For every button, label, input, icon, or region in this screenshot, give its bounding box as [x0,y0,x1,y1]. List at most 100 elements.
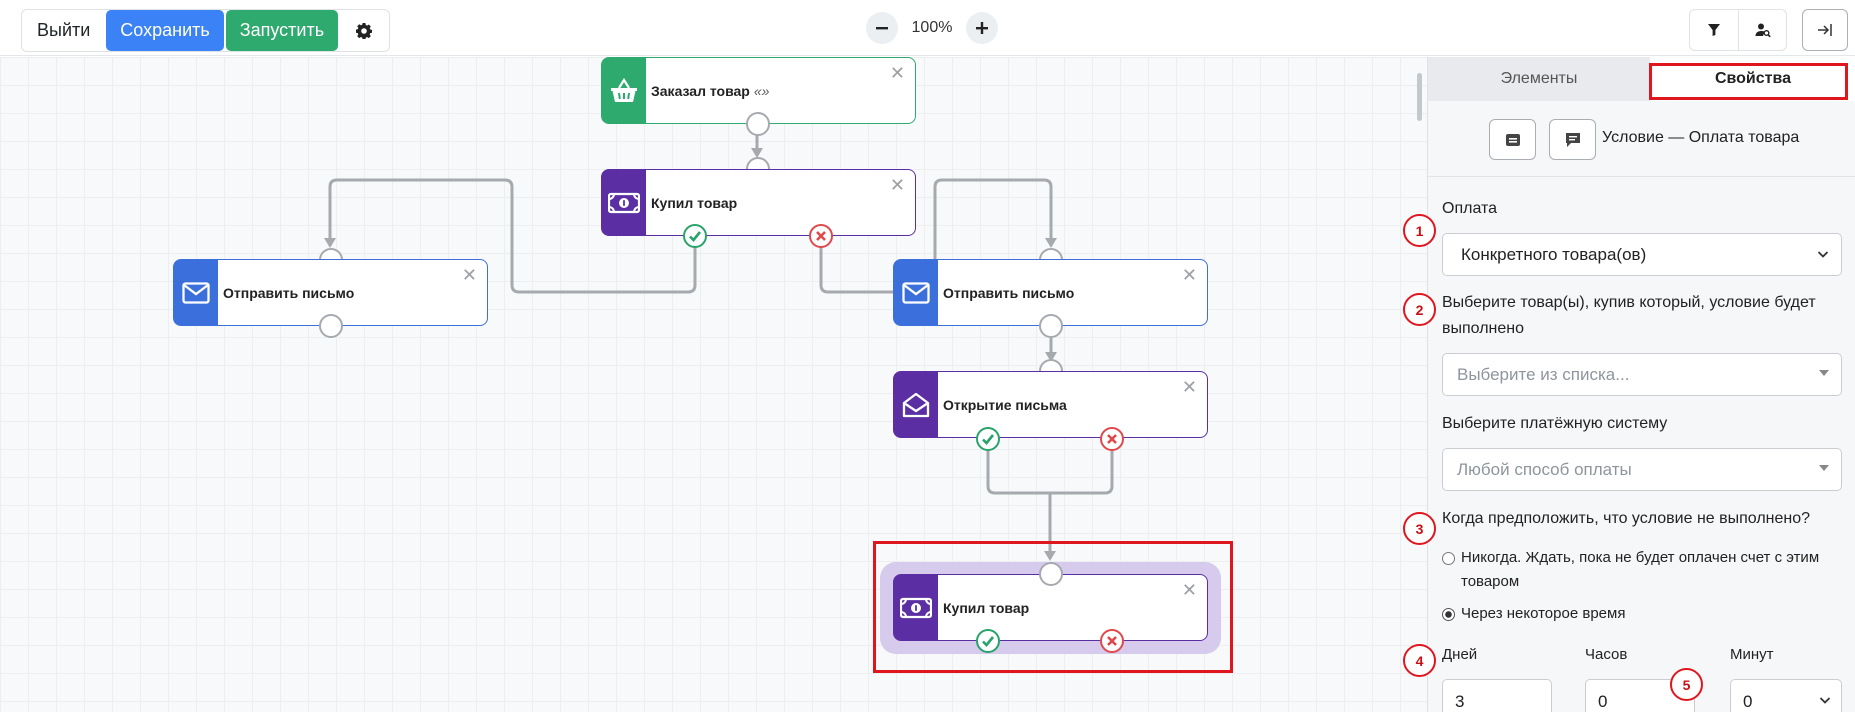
minus-icon [876,27,888,30]
node-send-letter-right[interactable]: Отправить письмо ✕ [893,259,1208,326]
node-subtitle: «» [753,82,770,99]
node-letter-open[interactable]: Открытие письма ✕ [893,371,1208,438]
gear-icon [356,22,373,39]
view-tools-group [1689,9,1787,51]
close-icon[interactable]: ✕ [461,265,477,285]
input-port[interactable] [1039,562,1063,586]
annotation-badge-2: 2 [1403,293,1436,326]
user-search-icon [1755,23,1771,38]
node-icon-box [894,575,938,640]
close-icon[interactable]: ✕ [889,63,905,83]
payment-select-value: Конкретного товара(ов) [1461,244,1647,264]
filter-button[interactable] [1690,10,1738,50]
node-icon-box [894,372,938,437]
output-port[interactable] [746,112,770,136]
failure-port[interactable] [1100,629,1124,653]
radio-never-circle[interactable] [1442,552,1455,565]
hours-label: Часов [1585,646,1628,663]
paysystem-label: Выберите платёжную систему [1442,415,1668,432]
top-toolbar: Выйти Сохранить Запустить 100% [0,0,1855,56]
node-title: Купил товар [651,194,738,211]
radio-never-label: Никогда. Ждать, пока не будет оплачен сч… [1461,549,1820,590]
annotation-badge-1: 1 [1403,214,1436,247]
success-port[interactable] [976,629,1000,653]
close-icon[interactable]: ✕ [1181,265,1197,285]
save-button[interactable]: Сохранить [106,10,224,51]
settings-button[interactable] [340,10,389,51]
chat-icon [1565,132,1580,147]
node-title: Купил товар [943,599,1030,616]
output-port[interactable] [1039,314,1063,338]
radio-after-label: Через некоторое время [1461,605,1626,622]
caret-down-icon [1819,465,1829,471]
highlight-frame-tab [1649,63,1848,100]
node-title: Отправить письмо [943,284,1075,301]
node-icon-box [602,58,646,123]
products-label: Выберите товар(ы), купив который, услови… [1442,294,1816,337]
zoom-out-button[interactable] [866,12,898,44]
failure-port[interactable] [1100,427,1124,451]
comment-button[interactable] [1489,119,1536,160]
minutes-label: Минут [1730,646,1774,663]
canvas-scrollbar[interactable] [1417,73,1422,121]
fail-condition-label: Когда предположить, что условие не выпол… [1442,510,1811,527]
chevron-down-icon [1819,697,1831,704]
success-port[interactable] [683,224,707,248]
properties-sidebar: Элементы Свойства Условие — Оплата товар… [1403,57,1855,712]
x-icon [1107,434,1117,444]
highlight-frame-node [873,541,1233,673]
action-buttons-group: Выйти Сохранить Запустить [21,9,391,52]
collapse-panel-button[interactable] [1802,9,1848,51]
node-icon-box [602,170,646,235]
check-icon [982,434,995,445]
products-select[interactable]: Выберите из списка... [1442,353,1842,396]
filter-icon [1708,24,1720,36]
minutes-value: 0 [1743,692,1753,711]
radio-after-time[interactable]: Через некоторое время [1442,602,1625,626]
run-button[interactable]: Запустить [225,10,339,51]
close-icon[interactable]: ✕ [1181,377,1197,397]
radio-after-circle[interactable] [1442,608,1455,621]
days-input[interactable]: 3 [1442,679,1552,712]
caret-down-icon [1819,370,1829,376]
annotation-badge-3: 3 [1403,512,1436,545]
days-label: Дней [1442,646,1478,663]
node-title: Отправить письмо [223,284,355,301]
annotation-badge-4: 4 [1403,644,1436,677]
close-icon[interactable]: ✕ [1181,580,1197,600]
annotation-badge-5: 5 [1670,668,1703,701]
failure-port[interactable] [809,224,833,248]
arrow-to-line-icon [1818,24,1832,36]
payment-select[interactable]: Конкретного товара(ов) [1442,233,1842,276]
exit-button[interactable]: Выйти [23,10,105,51]
node-title: Заказал товар [651,82,750,99]
chevron-down-icon [1817,251,1829,258]
paysystem-value: Любой способ оплаты [1457,459,1632,479]
node-bought-product-top[interactable]: Купил товар ✕ [601,169,916,236]
paysystem-select[interactable]: Любой способ оплаты [1442,448,1842,491]
chat-button[interactable] [1549,119,1596,160]
radio-never[interactable]: Никогда. Ждать, пока не будет оплачен сч… [1442,546,1842,594]
x-icon [816,231,826,241]
money-icon [608,192,640,213]
user-search-button[interactable] [1738,10,1786,50]
plus-icon [976,22,988,34]
zoom-level: 100% [911,19,953,36]
node-icon-box [894,260,938,325]
money-icon [900,597,932,618]
output-port[interactable] [319,314,343,338]
sidebar-header: Условие — Оплата товара [1428,101,1855,177]
envelope-icon [182,281,210,304]
envelope-icon [902,281,930,304]
node-title: Открытие письма [943,396,1067,413]
x-icon [1107,636,1117,646]
check-icon [982,636,995,647]
close-icon[interactable]: ✕ [889,175,905,195]
node-icon-box [174,260,218,325]
minutes-select[interactable]: 0 [1730,679,1842,712]
open-envelope-icon [902,392,930,417]
zoom-in-button[interactable] [966,12,998,44]
success-port[interactable] [976,427,1000,451]
tab-elements[interactable]: Элементы [1428,57,1650,101]
